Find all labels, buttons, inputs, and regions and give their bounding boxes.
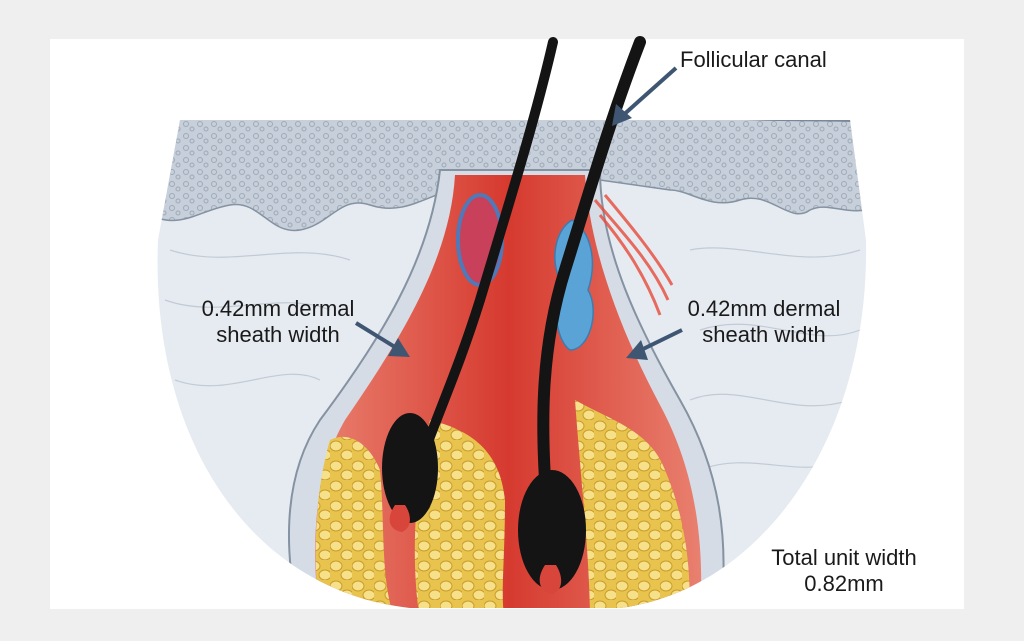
papilla-left [389, 505, 410, 532]
left-sheath-line1: 0.42mm dermal [201, 296, 355, 321]
total-unit-label: Total unit width 0.82mm [754, 545, 934, 597]
papilla-right [539, 565, 562, 594]
follicular-canal-text: Follicular canal [680, 47, 827, 72]
total-unit-line1: Total unit width [771, 545, 917, 570]
right-sheath-line2: sheath width [702, 322, 826, 347]
skin-cross-section [157, 120, 867, 608]
annotation-arrows [354, 66, 683, 360]
right-sheath-label: 0.42mm dermal sheath width [664, 296, 864, 348]
arrow-follicular-canal [618, 66, 678, 120]
total-unit-line2: 0.82mm [804, 571, 884, 596]
epidermis [157, 120, 867, 232]
right-sheath-line1: 0.42mm dermal [687, 296, 841, 321]
hair-shaft-left [410, 37, 558, 485]
hair-bulb-right [518, 470, 586, 590]
arrector-muscle [593, 194, 674, 316]
fat-right [575, 400, 690, 608]
left-sheath-line2: sheath width [216, 322, 340, 347]
fat-left [315, 436, 395, 608]
left-sheath-label: 0.42mm dermal sheath width [178, 296, 378, 348]
follicular-canal-label: Follicular canal [680, 47, 827, 73]
